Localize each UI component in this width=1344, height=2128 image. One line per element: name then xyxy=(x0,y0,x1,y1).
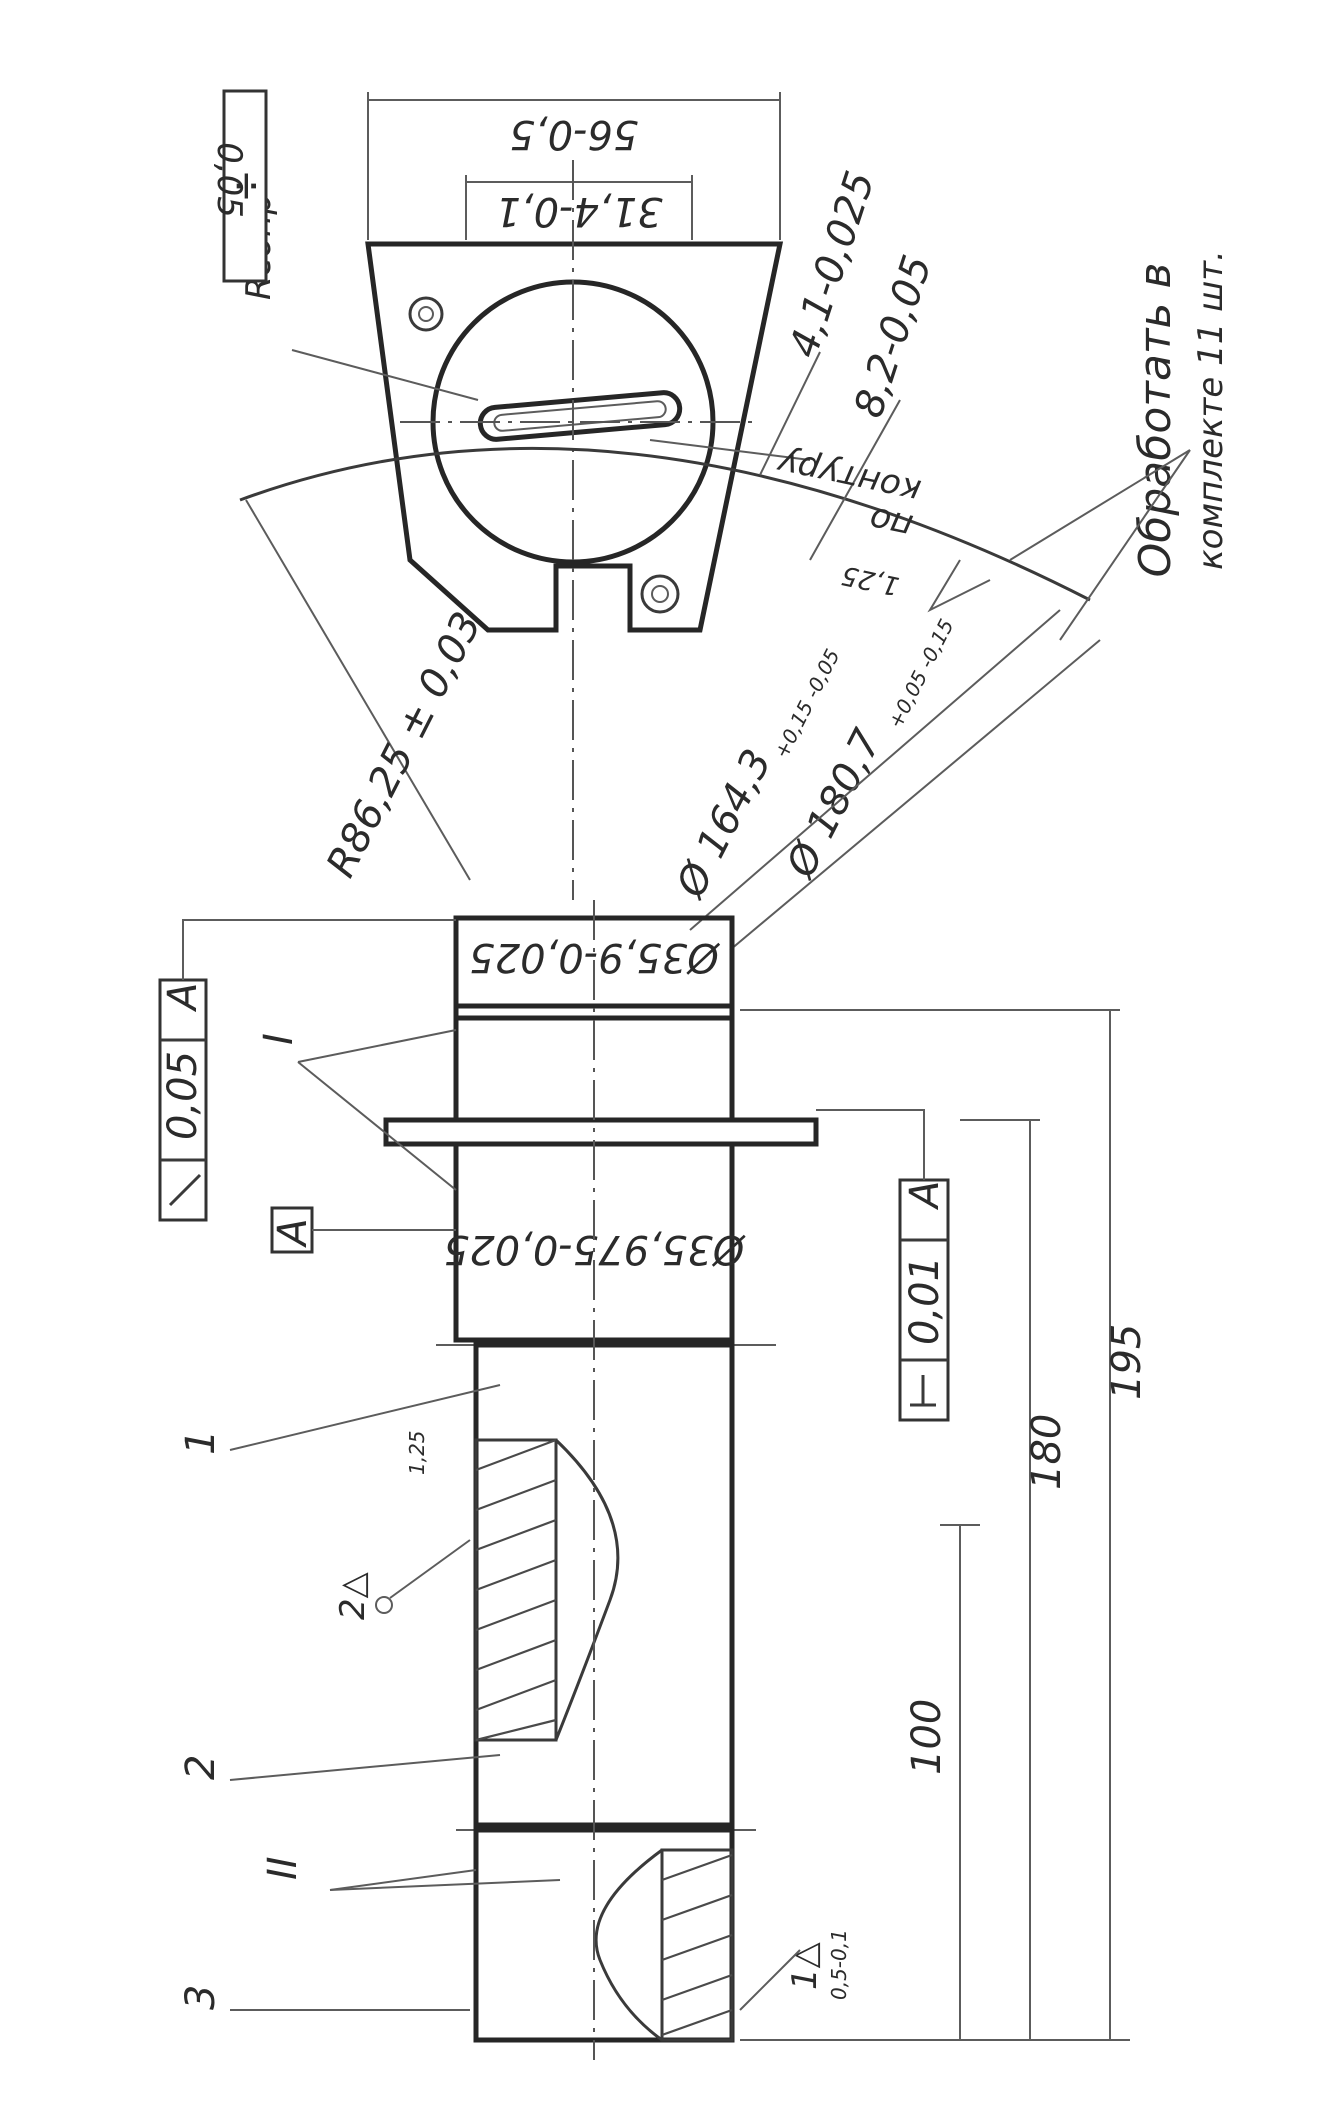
runout-datum: A xyxy=(160,983,206,1013)
contour-text-1: по xyxy=(866,499,916,547)
part-3-label: 3 xyxy=(178,1985,224,2010)
hole-bottom-inner xyxy=(651,585,669,603)
hole-top xyxy=(408,296,444,332)
perp-leader xyxy=(816,1109,925,1180)
head-outline xyxy=(365,241,784,633)
diameter-dims: R86,25 ± 0,03 Ø 164,3 +0,15 -0,05 Ø 180,… xyxy=(318,605,1101,951)
ext-4-1 xyxy=(649,439,811,461)
dim-r86-text: R86,25 ± 0,03 xyxy=(318,605,491,885)
dim-8-2-text: 8,2-0,05 xyxy=(846,250,941,423)
shaft-view: Ø35,9-0,025 Ø35,975-0,025 xyxy=(383,900,819,2060)
dim-line-4-1 xyxy=(759,351,821,476)
weld-leader xyxy=(389,1539,471,1599)
roughness-left: 1,25 xyxy=(405,1430,429,1475)
perp-value: 0,01 xyxy=(902,1256,948,1345)
leader-i-2 xyxy=(297,1061,457,1191)
dim-31-text: 31,4-0,1 xyxy=(495,188,662,234)
note-line-2: комплекте 11 шт. xyxy=(1191,250,1231,570)
weld-symbol: 2△ xyxy=(333,1571,373,1620)
runout-symbol xyxy=(168,1173,202,1207)
shaft-middle xyxy=(473,1342,735,1828)
hatch-upper xyxy=(475,1438,557,1742)
r86-leader xyxy=(245,499,471,881)
note-line-1: Обработать в xyxy=(1130,263,1181,578)
dim-phi164-tol: +0,15 -0,05 xyxy=(769,645,845,762)
dim-4-1-text: 4,1-0,025 xyxy=(781,166,884,363)
len-195-text: 195 xyxy=(1104,1324,1150,1400)
dim-phi180-leader xyxy=(729,639,1101,951)
flatness-value: ÷ xyxy=(223,169,269,203)
weld-leader-2 xyxy=(739,1949,801,2011)
datum-a-label: A xyxy=(270,1218,316,1248)
hatch-lower xyxy=(661,1853,733,2037)
arc-r86 xyxy=(239,446,1091,602)
r-sopr-leader xyxy=(291,349,479,401)
weld-symbol-2: 1△ xyxy=(785,1941,825,1990)
shaft-lower xyxy=(473,1827,735,2043)
flange-plate xyxy=(383,1117,819,1147)
dim-line-8-2 xyxy=(809,399,901,561)
note-leader-2 xyxy=(1059,449,1191,641)
runout-leader xyxy=(182,919,456,980)
slot xyxy=(477,390,683,442)
runout-value: 0,05 xyxy=(160,1051,206,1140)
hole-bottom xyxy=(640,574,680,614)
section-edge-lower xyxy=(594,1848,663,2042)
dim-phi164-text: Ø 164,3 xyxy=(667,742,781,906)
len-100-text: 100 xyxy=(904,1699,950,1775)
leaders: I II 1 2 3 1,25 2△ 1△ 0,5-0,1 xyxy=(178,1029,851,2011)
part-2-label: 2 xyxy=(178,1755,224,1780)
note-block: Обработать в комплекте 11 шт. xyxy=(1009,250,1231,641)
contour-roughness: 1,25 xyxy=(839,559,902,600)
len-180-text: 180 xyxy=(1024,1414,1070,1490)
flatness-frame xyxy=(222,89,268,283)
tolerance-frames: A 0,05 A A 0,01 xyxy=(158,919,950,1422)
leader-i-1 xyxy=(297,1029,457,1063)
length-dims: 180 195 100 xyxy=(740,1009,1150,2041)
leader-i-label: I xyxy=(256,1033,302,1045)
part-1-leader xyxy=(229,1384,501,1451)
leader-ii-label: II xyxy=(260,1856,306,1880)
weld-circle xyxy=(375,1596,393,1614)
section-edge-upper xyxy=(554,1438,620,1741)
roughness-sign xyxy=(927,559,991,613)
insert-lower xyxy=(660,1848,734,2042)
slot-inner xyxy=(493,400,667,432)
leader-ii-2 xyxy=(329,1879,561,1891)
dim-phi180-tol: +0,05 -0,15 xyxy=(883,615,959,732)
dim-56-text: 56-0,5 xyxy=(510,111,639,157)
head-view: 56-0,5 31,4-0,1 Rсопр 4,1-0,025 8,2-0,05 xyxy=(209,89,1091,900)
dim-phi164-leader xyxy=(689,609,1061,931)
hole-top-inner xyxy=(418,306,434,322)
perp-datum: A xyxy=(902,1181,948,1211)
part-1-label: 1 xyxy=(178,1430,224,1455)
leader-ii-1 xyxy=(329,1869,477,1891)
dim-0-5-text: 0,5-0,1 xyxy=(827,1929,851,2000)
note-leader-1 xyxy=(1009,449,1191,561)
part-2-leader xyxy=(229,1754,501,1781)
runout-frame xyxy=(158,978,208,1222)
perp-symbol xyxy=(910,1375,936,1407)
flatness-tol: 0,05 xyxy=(209,142,249,218)
